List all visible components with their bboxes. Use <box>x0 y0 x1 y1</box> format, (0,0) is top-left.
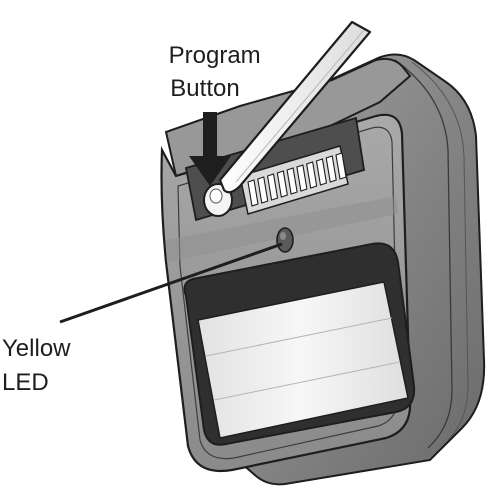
dip-switch-lever <box>325 155 337 183</box>
dip-switch-lever <box>266 173 279 201</box>
yellow-led-label-line2: LED <box>2 369 49 396</box>
dip-switch-lever <box>306 161 318 189</box>
screwdriver-icon <box>218 20 372 194</box>
down-arrow-icon <box>189 112 231 186</box>
dip-switch-lever <box>335 152 347 180</box>
display-window <box>183 242 416 446</box>
yellow-led-label-line1: Yellow <box>2 335 71 362</box>
housing-edge-line <box>411 61 469 441</box>
program-button-label-line1: Program <box>169 42 261 69</box>
led-leader-line <box>59 242 283 324</box>
dip-switch-lever <box>257 176 269 204</box>
dip-switch-lever <box>247 179 259 207</box>
program-button-label: Program Button <box>169 42 268 102</box>
dip-switch-icon <box>247 152 347 207</box>
dip-switch-lever <box>315 158 328 186</box>
housing-edge-line <box>394 59 453 449</box>
dip-switch-lever <box>296 164 308 192</box>
program-button-label-line2: Button <box>170 75 239 102</box>
yellow-led <box>276 227 294 253</box>
window-highlight <box>205 317 401 401</box>
housing-front-contour <box>177 126 399 460</box>
dip-switch-lever <box>276 170 288 198</box>
yellow-led-label: Yellow LED <box>2 335 77 396</box>
window-panel <box>197 281 409 439</box>
dip-switch-lever <box>286 167 298 195</box>
led-icon <box>276 227 294 253</box>
screwdriver-shaft <box>218 20 372 194</box>
